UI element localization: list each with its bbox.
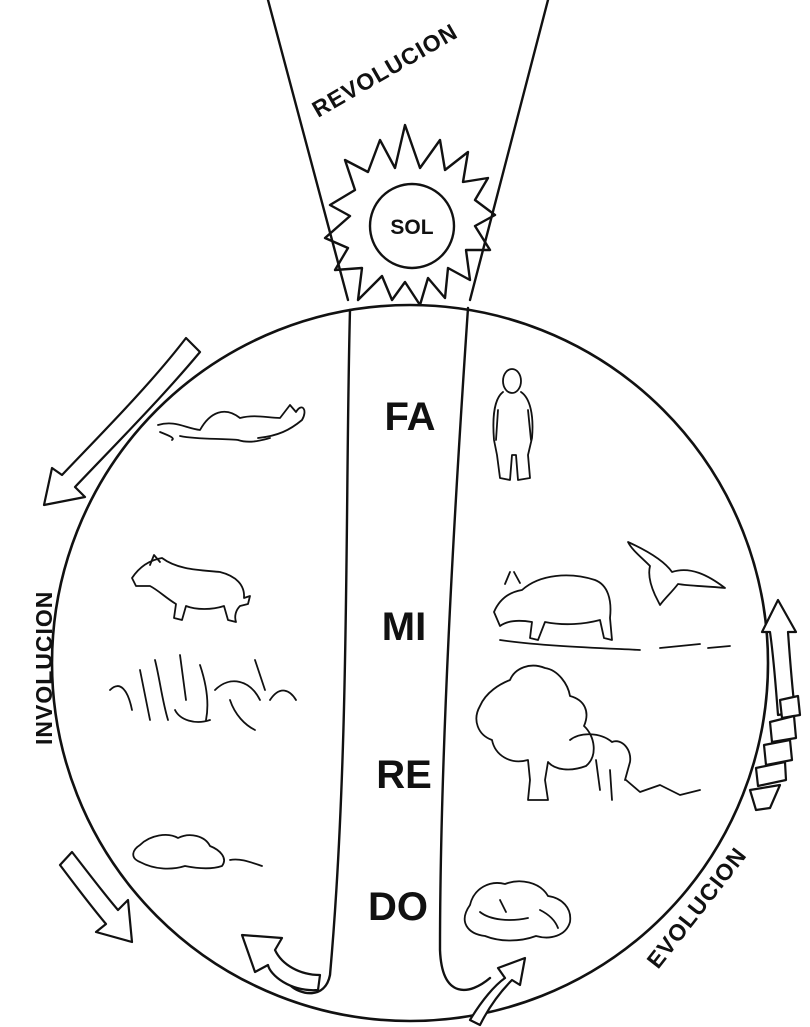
label-evolucion: EVOLUCION [641, 842, 751, 973]
label-revolucion: REVOLUCION [308, 18, 462, 122]
tree-icon [476, 666, 700, 800]
bird-icon [628, 542, 725, 605]
stones-right-icon [465, 881, 571, 940]
note-do: DO [368, 885, 428, 929]
ascent-arrow-icon [470, 958, 525, 1025]
sun-icon: SOL [325, 125, 495, 305]
boar-icon [132, 555, 250, 622]
human-figure-icon [493, 369, 532, 480]
label-involucion: INVOLUCION [31, 591, 57, 745]
evolution-arrow-icon [750, 600, 800, 810]
reclining-figure-icon [158, 405, 304, 442]
involution-arrow-bottom-icon [60, 852, 132, 942]
grass-left-icon [110, 655, 296, 730]
stones-left-icon [133, 835, 262, 869]
note-mi: MI [382, 605, 426, 649]
bison-icon [494, 572, 730, 650]
note-fa: FA [384, 395, 435, 439]
note-re: RE [376, 753, 432, 797]
involution-arrow-top-icon [44, 338, 200, 505]
sun-label: SOL [390, 216, 433, 239]
descent-arrow-icon [242, 935, 320, 990]
